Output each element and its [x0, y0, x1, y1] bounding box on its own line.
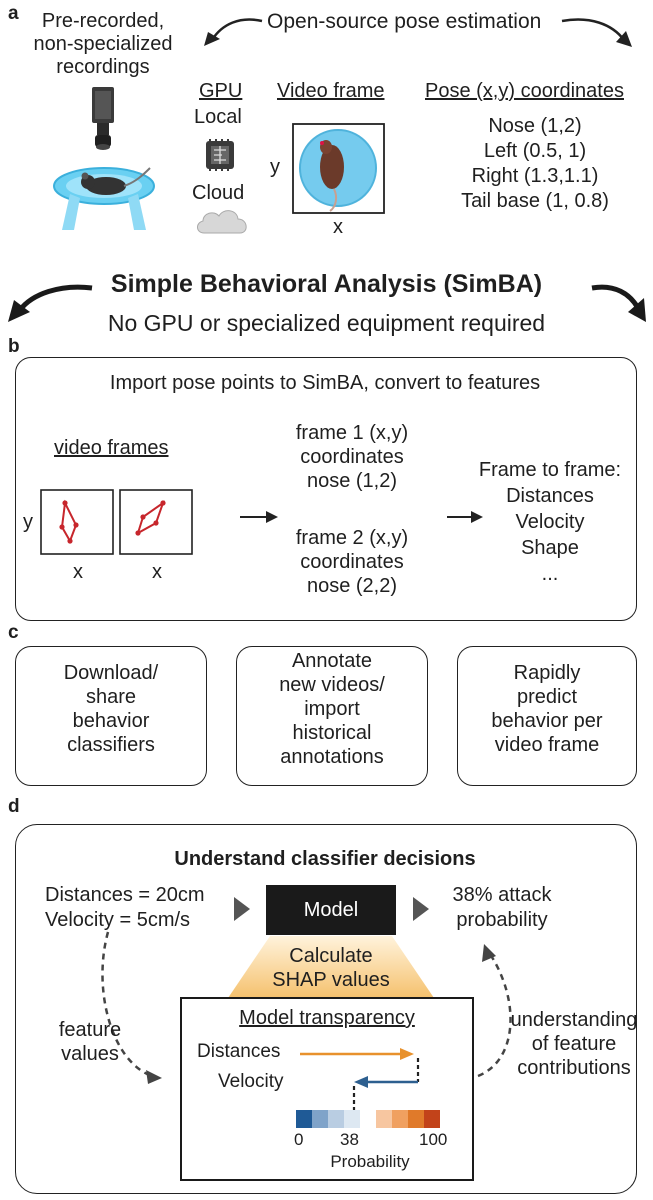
panel-b-y-axis: y	[23, 511, 33, 533]
video-frames-label: video frames	[54, 437, 169, 459]
mouse-wheel-icon	[53, 167, 155, 230]
panel-a-letter: a	[8, 3, 19, 24]
card-download-classifiers: Download/ share behavior classifiers	[15, 646, 207, 786]
model-transparency-box	[180, 997, 474, 1181]
simba-arrows	[8, 284, 646, 322]
scale-swatch	[296, 1110, 312, 1128]
scale-swatch	[376, 1110, 392, 1128]
pose-estimation-label: Open-source pose estimation	[267, 10, 542, 33]
panel-d-letter: d	[8, 796, 20, 817]
scale-tick-0: 0	[294, 1130, 304, 1149]
panel-c-letter: c	[8, 622, 19, 643]
frames-to-coordinates-arrow	[240, 511, 278, 523]
shap-contribution-arrows	[300, 1048, 420, 1110]
scale-swatch	[328, 1110, 344, 1128]
bar-distances-label: Distances	[197, 1041, 281, 1062]
pose-coordinates-heading: Pose (x,y) coordinates	[425, 80, 624, 102]
bar-velocity-label: Velocity	[218, 1071, 284, 1092]
video-frame-heading: Video frame	[277, 80, 385, 102]
pose-estimation-arrows	[204, 18, 632, 47]
scale-label: Probability	[330, 1152, 410, 1171]
camera-icon	[92, 87, 114, 150]
model-box: Model	[266, 885, 396, 935]
scale-tick-100: 100	[419, 1130, 448, 1149]
feature-values-label: feature values	[58, 1019, 122, 1065]
chip-icon	[206, 139, 234, 171]
pose-coordinate-tail-base: Tail base (1, 0.8)	[461, 190, 609, 212]
gpu-local-label: Local	[194, 106, 242, 128]
input-distances: Distances = 20cm	[45, 884, 205, 906]
input-to-model-arrow	[234, 897, 250, 921]
video-frame-y-axis: y	[270, 156, 280, 178]
input-velocity: Velocity = 5cm/s	[45, 909, 191, 931]
panel-b-box	[15, 357, 637, 621]
scale-swatch	[424, 1110, 440, 1128]
video-frames-thumbnails	[40, 489, 193, 555]
panel-b-letter: b	[8, 336, 20, 357]
pose-coordinates-list: Nose (1,2) Left (0.5, 1) Right (1.3,1.1)…	[430, 114, 640, 214]
gpu-cloud-label: Cloud	[192, 182, 245, 204]
gpu-heading: GPU	[199, 80, 243, 102]
recordings-label: Pre-recorded, non-specialized recordings	[33, 10, 173, 78]
simba-subtitle: No GPU or specialized equipment required	[107, 310, 546, 336]
model-inputs: Distances = 20cm Velocity = 5cm/s	[45, 883, 205, 933]
panel-b-x-axis-1: x	[73, 561, 83, 583]
card-predict-behavior: Rapidly predict behavior per video frame	[457, 646, 637, 786]
model-output: 38% attack probability	[452, 884, 552, 931]
frame-features-list: Frame to frame: Distances Velocity Shape…	[478, 459, 622, 585]
panel-d-title: Understand classifier decisions	[174, 848, 476, 870]
model-transparency-title: Model transparency	[239, 1007, 415, 1029]
video-frame-image	[292, 123, 385, 214]
shap-label: Calculate SHAP values	[272, 945, 390, 991]
card-annotate-videos: Annotate new videos/ import historical a…	[236, 646, 428, 786]
scale-swatch	[408, 1110, 424, 1128]
understanding-label: understanding of feature contributions	[510, 1009, 638, 1079]
frame-2-coordinates: frame 2 (x,y) coordinates nose (2,2)	[295, 527, 409, 597]
frame-1-coordinates: frame 1 (x,y) coordinates nose (1,2)	[295, 422, 409, 492]
scale-swatch	[312, 1110, 328, 1128]
video-frame-x-axis: x	[333, 216, 343, 238]
pose-coordinate-left: Left (0.5, 1)	[483, 140, 587, 162]
model-to-output-arrow	[413, 897, 429, 921]
probability-color-scale	[296, 1110, 440, 1128]
pose-coordinate-right: Right (1.3,1.1)	[471, 165, 599, 187]
scale-swatch	[344, 1110, 360, 1128]
pose-coordinate-nose: Nose (1,2)	[488, 115, 582, 137]
scale-swatch	[392, 1110, 408, 1128]
cloud-icon	[197, 210, 247, 234]
scale-tick-38: 38	[340, 1130, 359, 1149]
simba-title: Simple Behavioral Analysis (SimBA)	[110, 270, 543, 298]
panel-b-x-axis-2: x	[152, 561, 162, 583]
shap-glow	[228, 936, 434, 998]
coordinates-to-features-arrow	[447, 511, 483, 523]
panel-b-header: Import pose points to SimBA, convert to …	[109, 372, 541, 394]
